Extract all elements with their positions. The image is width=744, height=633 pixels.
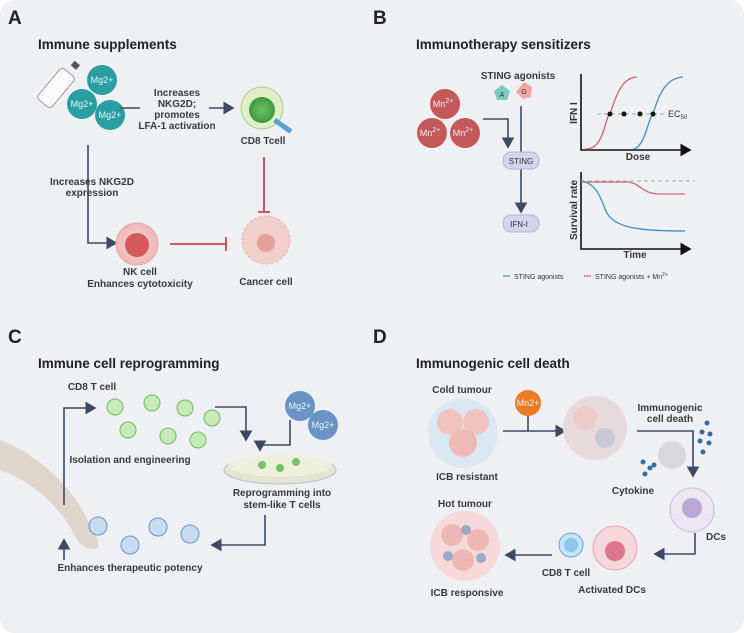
arrow-text: LFA-1 activation xyxy=(138,121,215,132)
nk-expr-text: Increases NKG2D xyxy=(50,177,134,188)
cd8-t-cell xyxy=(240,86,293,134)
dead-cell xyxy=(658,441,686,469)
dcs-label: DCs xyxy=(706,532,726,543)
arrow-text: Increases xyxy=(154,88,201,99)
sting-agonists-label: STING agonists xyxy=(481,71,556,82)
mg-ions: Mg2+ Mg2+ xyxy=(285,391,338,440)
cold-tumour xyxy=(428,398,498,468)
mn-ions: Mn2+ Mn2+ Mn2+ xyxy=(417,89,480,148)
activated-dcs-label: Activated DCs xyxy=(578,585,646,596)
mg-ions: Mg2+ Mg2+ Mg2+ xyxy=(67,65,125,130)
blue-t-cells xyxy=(88,516,200,555)
nk-label: NK cell xyxy=(123,267,157,278)
svg-text:Mg2+: Mg2+ xyxy=(289,401,312,411)
cd8-t-cell xyxy=(558,532,584,558)
cold-tumour-label: Cold tumour xyxy=(432,385,492,396)
reprogram-label: stem-like T cells xyxy=(243,500,321,511)
potency-label: Enhances therapeutic potency xyxy=(57,563,202,574)
panel-letter: A xyxy=(8,8,22,29)
svg-text:Mn2+: Mn2+ xyxy=(433,98,454,109)
ifn-node xyxy=(502,214,540,233)
mn-ion xyxy=(515,390,541,416)
bottle-icon xyxy=(37,60,80,108)
arrow-text: NKG2D; xyxy=(158,99,196,110)
legend-item: STING agonists xyxy=(514,274,564,281)
x-axis-label: Time xyxy=(623,250,647,261)
dose-response-chart: IFN I Dose EC50 xyxy=(569,74,692,163)
svg-text:Mn2+: Mn2+ xyxy=(453,127,474,138)
ec50-point xyxy=(650,111,656,117)
svg-text:Mg2+: Mg2+ xyxy=(71,99,94,109)
svg-text:IFN-I: IFN-I xyxy=(510,220,528,229)
ec50-point xyxy=(607,111,613,117)
agonist-g-icon xyxy=(516,82,532,99)
series-line-mn xyxy=(581,181,685,195)
cd8-label: CD8 T cell xyxy=(68,382,117,393)
hot-tumour-label: Hot tumour xyxy=(438,499,492,510)
icb-resistant-label: ICB resistant xyxy=(436,472,498,483)
panel-letter: C xyxy=(8,327,22,348)
survival-chart: Survival rate Time xyxy=(569,172,695,261)
agonist-a-icon xyxy=(494,85,510,100)
sting-node xyxy=(502,151,540,170)
activated-dc xyxy=(592,525,638,571)
nk-cell xyxy=(115,222,159,266)
svg-text:A: A xyxy=(500,92,505,99)
panel-letter: D xyxy=(373,327,387,348)
series-line-sting xyxy=(580,180,686,232)
svg-text:Mn2+: Mn2+ xyxy=(517,398,540,408)
arm-illustration xyxy=(0,440,99,550)
panel-letter: B xyxy=(373,8,387,29)
x-axis-label: Dose xyxy=(626,152,651,163)
hot-tumour xyxy=(430,511,500,581)
icd-label: Immunogenic xyxy=(637,403,702,414)
legend-item: STING agonists + Mn2+ xyxy=(595,272,668,281)
panel-b: B Immunotherapy sensitizers Mn2+ Mn2+ Mn… xyxy=(373,8,695,281)
nk-effect: Enhances cytotoxicity xyxy=(87,279,193,290)
cytokine-label: Cytokine xyxy=(612,486,655,497)
panel-title: Immunotherapy sensitizers xyxy=(416,37,591,52)
panel-c: C Immune cell reprogramming CD8 T cell I… xyxy=(0,327,338,574)
svg-text:EC50: EC50 xyxy=(668,109,688,121)
svg-text:Mg2+: Mg2+ xyxy=(91,75,114,85)
dendritic-cell xyxy=(669,487,715,533)
panel-a: A Immune supplements Mg2+ Mg2+ Mg2+ Incr… xyxy=(8,8,293,290)
svg-text:G: G xyxy=(521,89,526,96)
isolation-label: Isolation and engineering xyxy=(69,455,190,466)
panel-title: Immune cell reprogramming xyxy=(38,356,220,371)
cd8-label: CD8 Tcell xyxy=(241,136,286,147)
icd-label: cell death xyxy=(647,414,693,425)
svg-text:Mn2+: Mn2+ xyxy=(420,127,441,138)
cd8-label: CD8 T cell xyxy=(542,568,591,579)
svg-text:Mg2+: Mg2+ xyxy=(99,110,122,120)
reprogram-label: Reprogramming into xyxy=(233,488,331,499)
arrow-text: promotes xyxy=(154,110,200,121)
ec50-point xyxy=(637,111,643,117)
dying-tumour xyxy=(563,396,627,460)
cancer-cell xyxy=(241,215,291,265)
panel-title: Immunogenic cell death xyxy=(416,356,570,371)
panel-d: D Immunogenic cell death Cold tumour ICB… xyxy=(373,327,726,599)
petri-dish xyxy=(223,455,337,485)
ec50-point xyxy=(621,111,627,117)
nk-expr-text: expression xyxy=(66,188,119,199)
svg-text:STING: STING xyxy=(509,157,533,166)
panel-title: Immune supplements xyxy=(38,37,177,52)
svg-text:Mg2+: Mg2+ xyxy=(312,420,335,430)
y-axis-label: IFN I xyxy=(569,102,580,124)
green-t-cells xyxy=(106,394,221,449)
cytokine-dots xyxy=(640,420,713,477)
legend: STING agonists STING agonists + Mn2+ xyxy=(503,272,668,281)
icb-responsive-label: ICB responsive xyxy=(431,588,504,599)
cancer-label: Cancer cell xyxy=(239,277,293,288)
y-axis-label: Survival rate xyxy=(569,180,580,240)
